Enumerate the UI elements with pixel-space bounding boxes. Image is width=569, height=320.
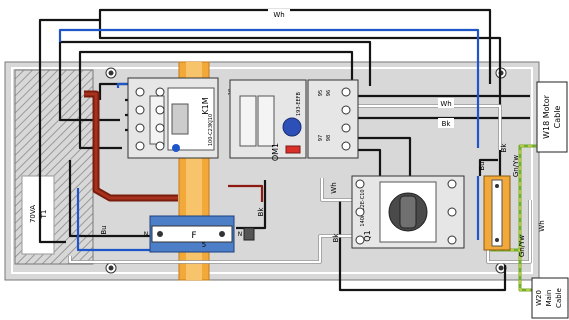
- wire-labels: Wh Wh Bk Bk Bu Wh Bk Bu Bk Gn/Yw Gn/Yw W…: [100, 9, 546, 257]
- contactor-terminal: [155, 141, 165, 151]
- contactor-k1m: K1M 100-C23KJ10 10: [127, 77, 234, 159]
- main-cable-line1: W20: [535, 290, 543, 306]
- auxiliary-contact-block: 95 96 97 98: [307, 79, 359, 159]
- contactor-terminal: [155, 87, 165, 97]
- overload-model: 193-EEFB: [296, 91, 302, 116]
- aux-terminal-label: 95: [318, 90, 324, 96]
- wire-label: Bk: [257, 207, 265, 217]
- wire-label: Wh: [440, 100, 451, 108]
- mounting-hole-icon: [105, 262, 117, 274]
- breaker-terminal: [447, 179, 457, 189]
- contactor-terminal: [135, 87, 145, 97]
- wire-label: Wh: [330, 182, 338, 193]
- aux-terminal: [341, 105, 351, 115]
- main-cable-line2: Main: [545, 290, 553, 307]
- aux-terminal-label: 96: [326, 90, 332, 96]
- motor-cable-line1: W18 Motor: [542, 94, 551, 138]
- overload-relay-om1: 193-EEFB OM1: [229, 79, 307, 161]
- contactor-terminal: [135, 123, 145, 133]
- aux-terminal: [341, 87, 351, 97]
- wire-label: Gn/Yw: [512, 155, 520, 177]
- mounting-hole-icon: [105, 67, 117, 79]
- wires-blue: [58, 28, 480, 252]
- breaker-terminal: [447, 235, 457, 245]
- contactor-terminal: [135, 141, 145, 151]
- contactor-terminal: [135, 105, 145, 115]
- main-cable-tag: W20 Main Cable: [531, 277, 569, 319]
- wires-red: [84, 90, 264, 202]
- breaker-terminal: [447, 207, 457, 217]
- wire-label: Wh: [273, 11, 284, 19]
- ground-terminal-strip: [483, 175, 511, 251]
- transformer-id: T1: [40, 210, 48, 220]
- motor-cable-tag: W18 Motor Cable: [536, 81, 568, 153]
- main-cable-line3: Cable: [555, 288, 563, 308]
- terminal-label: F: [191, 231, 196, 241]
- wire-label: Bk: [500, 143, 508, 153]
- overload-id: OM1: [271, 143, 280, 161]
- aux-terminal: [341, 123, 351, 133]
- aux-terminal-label: 98: [326, 135, 332, 141]
- wire-label: Bu: [100, 225, 108, 234]
- aux-terminal-label: 97: [318, 135, 324, 141]
- wire-label: Bu: [478, 161, 486, 170]
- contactor-id: K1M: [201, 97, 210, 114]
- breaker-id: Q1: [363, 230, 372, 241]
- wire-label: Bk: [332, 233, 340, 243]
- transformer-rating: 70VA: [29, 205, 37, 223]
- terminal-label: N: [238, 231, 243, 238]
- contactor-terminal: [155, 123, 165, 133]
- wire-label: Wh: [538, 220, 546, 231]
- terminal-label: N: [144, 231, 149, 238]
- motor-cable-line2: Cable: [553, 106, 562, 129]
- contactor-model: 100-C23KJ10: [208, 114, 214, 146]
- aux-terminal: [341, 141, 351, 151]
- contactor-terminal: [155, 105, 165, 115]
- wire-label: Gn/Yw: [518, 235, 526, 257]
- breaker-terminal: [355, 207, 365, 217]
- breaker-model: 140M-C2E-C10: [360, 189, 366, 226]
- terminal-label: 5: [202, 241, 206, 249]
- wire-label: Bk: [442, 120, 452, 128]
- breaker-terminal: [355, 235, 365, 245]
- wires-white: [68, 104, 532, 264]
- breaker-terminal: [355, 179, 365, 189]
- overload-dial-icon: [282, 117, 302, 137]
- circuit-breaker-q1: Q1 140M-C2E-C10: [351, 175, 465, 249]
- terminal-fuse-strip: N N F 5: [144, 215, 255, 253]
